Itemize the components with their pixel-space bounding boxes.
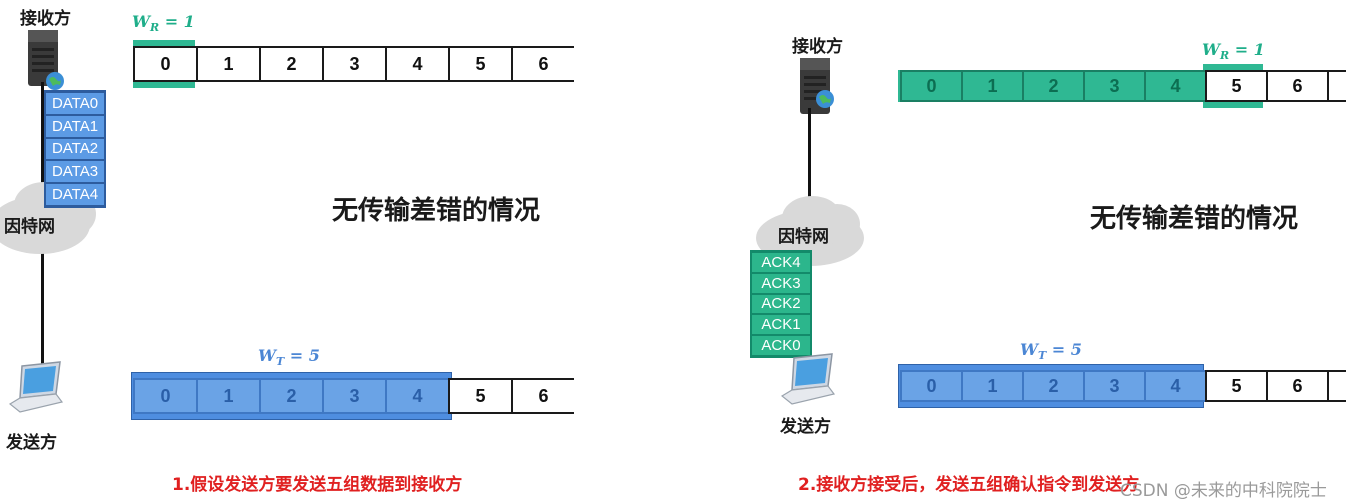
receive-window-bottom-bar	[1203, 102, 1263, 108]
ack-packet-stack: ACK4 ACK3 ACK2 ACK1 ACK0	[750, 250, 812, 358]
ack-packet: ACK2	[752, 294, 810, 314]
data-packet: DATA0	[46, 93, 104, 114]
data-packet: DATA1	[46, 115, 104, 137]
receive-window-label: WR = 1	[1202, 40, 1265, 63]
ack-packet: ACK4	[752, 253, 810, 272]
left-caption: 1.假设发送方要发送五组数据到接收方	[172, 475, 463, 495]
data-packet: DATA4	[46, 184, 104, 205]
sequence-cell: 5	[1205, 70, 1266, 102]
sequence-cell: 1	[961, 70, 1022, 102]
laptop-icon	[8, 361, 64, 413]
sender-sequence-row: 0 1 2 3 4 5 6	[133, 378, 574, 414]
sequence-cell: 0	[133, 46, 196, 82]
ack-packet: ACK0	[752, 336, 810, 355]
sequence-cell: 1	[196, 378, 259, 414]
sequence-cell: 1	[961, 370, 1022, 402]
send-window-label: WT = 5	[258, 346, 320, 369]
right-caption: 2.接收方接受后，发送五组确认指令到发送方	[798, 475, 1140, 495]
send-window-label: WT = 5	[1020, 340, 1082, 363]
sequence-cell: 0	[900, 370, 961, 402]
receive-window-bottom-bar	[133, 82, 195, 88]
receive-window-top-bar	[133, 40, 195, 46]
data-packet-stack: DATA0 DATA1 DATA2 DATA3 DATA4	[44, 90, 106, 208]
sequence-cell: 6	[1266, 70, 1327, 102]
sequence-cell: 5	[1205, 370, 1266, 402]
sequence-cell: 2	[1022, 70, 1083, 102]
data-packet: DATA2	[46, 138, 104, 160]
sequence-cell: 4	[1144, 70, 1205, 102]
sequence-cell: 5	[448, 378, 511, 414]
right-internet-label: 因特网	[778, 227, 829, 247]
sequence-cell: 1	[196, 46, 259, 82]
server-icon	[28, 30, 58, 86]
sequence-cell: 2	[1022, 370, 1083, 402]
left-sender-label: 发送方	[6, 433, 57, 453]
sender-sequence-row: 0 1 2 3 4 5 6	[900, 370, 1346, 402]
receiver-sequence-row: 0 1 2 3 4 5 6	[900, 70, 1346, 102]
right-sender-label: 发送方	[780, 417, 831, 437]
sequence-cell: 0	[133, 378, 196, 414]
receive-window-top-bar	[1203, 64, 1263, 70]
sequence-cell: 6	[511, 378, 574, 414]
right-title: 无传输差错的情况	[1090, 204, 1299, 234]
sequence-cell: 6	[511, 46, 574, 82]
sequence-cell: 4	[385, 378, 448, 414]
receive-window-label: WR = 1	[132, 12, 195, 35]
sequence-cell: 0	[900, 70, 961, 102]
sequence-cell: 3	[322, 378, 385, 414]
receiver-sequence-row: 0 1 2 3 4 5 6	[133, 46, 574, 82]
left-internet-label: 因特网	[4, 217, 55, 237]
sequence-cell: 2	[259, 46, 322, 82]
sequence-cell: 3	[322, 46, 385, 82]
globe-icon	[46, 72, 64, 90]
sequence-cell-partial	[1327, 370, 1346, 402]
ack-packet: ACK3	[752, 273, 810, 293]
left-receiver-label: 接收方	[20, 9, 71, 29]
sequence-cell: 3	[1083, 70, 1144, 102]
globe-icon	[816, 90, 834, 108]
sequence-cell: 3	[1083, 370, 1144, 402]
ack-packet: ACK1	[752, 315, 810, 335]
data-packet: DATA3	[46, 161, 104, 183]
sequence-cell-partial	[1327, 70, 1346, 102]
sequence-cell: 6	[1266, 370, 1327, 402]
left-title: 无传输差错的情况	[332, 196, 541, 226]
watermark: CSDN @未来的中科院院士	[1120, 481, 1327, 501]
sequence-cell: 4	[1144, 370, 1205, 402]
sequence-cell: 4	[385, 46, 448, 82]
sequence-cell: 5	[448, 46, 511, 82]
laptop-icon	[780, 353, 836, 405]
sequence-cell: 2	[259, 378, 322, 414]
right-receiver-label: 接收方	[792, 37, 843, 57]
